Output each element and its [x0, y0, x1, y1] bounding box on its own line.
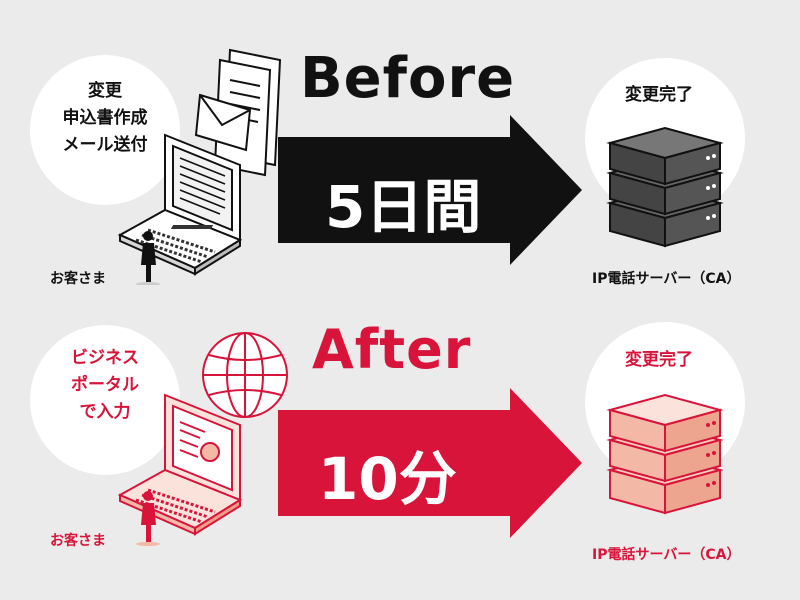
envelope-icon — [194, 93, 252, 152]
after-bubble-line: ビジネス — [71, 348, 139, 368]
laptop-icon — [117, 133, 243, 276]
after-customer-bubble-text: ビジネス ポータル で入力 — [30, 345, 180, 426]
after-title: After — [312, 318, 472, 381]
after-bubble-line: で入力 — [79, 402, 131, 422]
before-bubble-line: メール送付 — [62, 135, 148, 155]
before-arrow-text: 5日間 — [325, 173, 482, 241]
before-bubble-line: 変更 — [88, 81, 122, 101]
before-customer-bubble-text: 変更 申込書作成 メール送付 — [30, 78, 180, 159]
before-bubble-line: 申込書作成 — [62, 108, 148, 128]
after-bubble-line: ポータル — [71, 375, 139, 395]
before-title: Before — [300, 46, 516, 111]
before-customer-label: お客さま — [50, 271, 106, 287]
before-server-label: IP電話サーバー（CA） — [592, 271, 741, 287]
person-icon — [136, 231, 160, 285]
before-customer-bubble — [30, 55, 180, 205]
after-arrow — [278, 388, 582, 538]
before-server-bubble-text: 変更完了 — [625, 85, 693, 105]
after-customer-label: お客さま — [50, 533, 106, 549]
laptop-icon — [117, 393, 243, 536]
globe-icon — [202, 332, 288, 418]
after-server-bubble-text: 変更完了 — [625, 350, 693, 370]
server-icon — [606, 126, 724, 248]
after-customer-bubble — [30, 325, 180, 475]
before-arrow — [278, 115, 582, 265]
server-icon — [606, 393, 724, 515]
person-icon — [136, 491, 160, 546]
after-laptop-illustration — [117, 332, 288, 546]
after-server-label: IP電話サーバー（CA） — [592, 547, 741, 563]
after-arrow-text: 10分 — [318, 445, 457, 513]
before-laptop-illustration — [117, 48, 282, 285]
